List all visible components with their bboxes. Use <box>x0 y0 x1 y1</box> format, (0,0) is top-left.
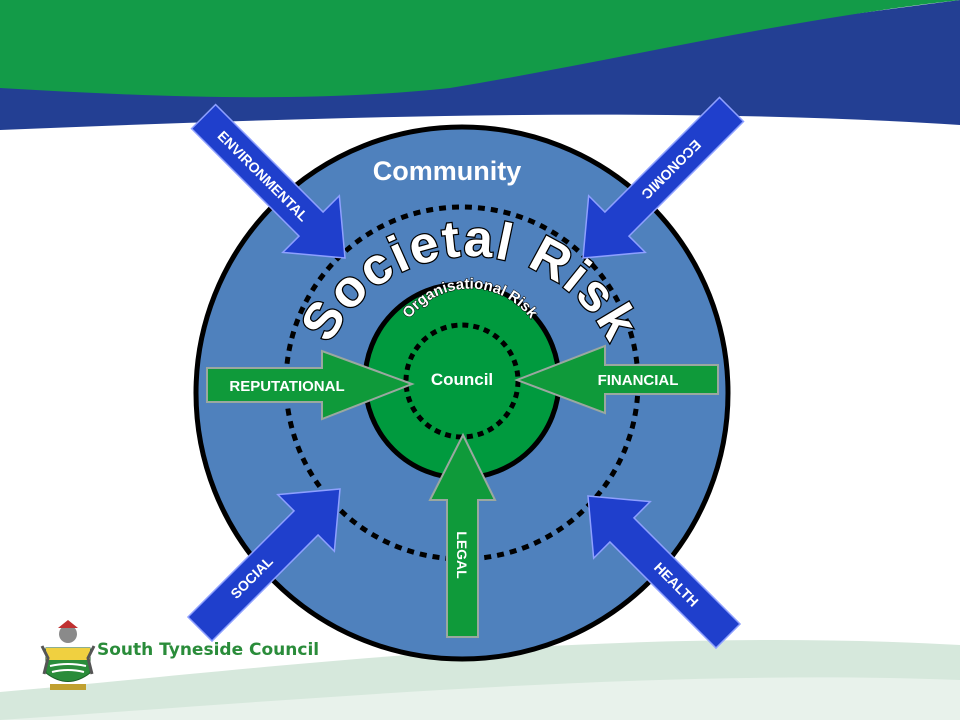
council-crest-logo <box>40 620 96 690</box>
reputational-label: REPUTATIONAL <box>229 378 344 395</box>
council-name: South Tyneside Council <box>97 640 320 660</box>
health-arrow: HEALTH <box>587 495 742 650</box>
council-label: Council <box>431 370 493 389</box>
financial-arrow: FINANCIAL <box>514 344 719 415</box>
reputational-arrow: REPUTATIONAL <box>206 349 415 421</box>
header-green-band <box>0 0 960 98</box>
environmental-label: ENVIRONMENTAL <box>215 128 312 225</box>
legal-arrow: LEGAL <box>428 432 497 638</box>
financial-label: FINANCIAL <box>598 372 679 389</box>
community-label: Community <box>373 156 522 186</box>
footer-swoosh-light <box>0 677 960 720</box>
legal-label: LEGAL <box>454 531 470 579</box>
